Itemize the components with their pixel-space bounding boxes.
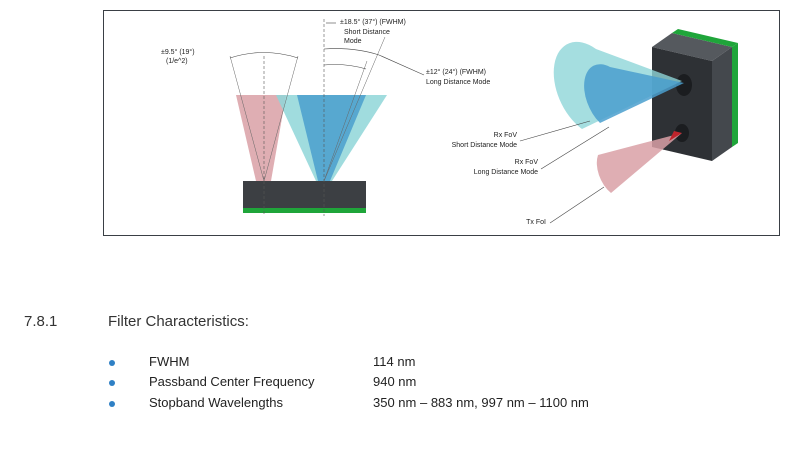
rx-short-label-1: Rx FoV [493,132,517,139]
rx-long-cone-3d [584,64,684,123]
rx-long-label-1: Rx FoV [514,159,538,166]
section-title: Filter Characteristics: [108,313,249,330]
bullet-icon [109,360,115,366]
spec-name: FWHM [149,354,190,369]
pcb-side [243,208,366,213]
tx-cone-3d [596,133,682,193]
spec-value: 114 nm [373,354,416,369]
short-fwhm-label: ±18.5° (37°) (FWHM) [340,19,406,26]
bullet-icon [109,401,115,407]
short-mode-label-2: Mode [344,38,362,45]
rx-long-label-2: Long Distance Mode [473,169,538,176]
spec-value: 350 nm – 883 nm, 997 nm – 1100 nm [373,395,589,410]
long-mode-label: Long Distance Mode [426,79,491,86]
section-number: 7.8.1 [24,313,58,330]
spec-name: Passband Center Frequency [149,374,315,389]
long-fwhm-label: ±12° (24°) (FWHM) [426,69,486,76]
sensor-body-side [243,181,366,208]
short-mode-label-1: Short Distance [344,29,390,36]
pcb-edge [672,29,738,47]
sensor-block-side [712,47,732,161]
fov-1e2-note-label: (1/e^2) [166,58,188,65]
figure-frame: ±9.5° (19°) (1/e^2) ±18.5° (37°) (FWHM) … [103,10,780,236]
tx-cone-cross-section [236,95,286,181]
spec-value: 940 nm [373,374,417,389]
rx-long-cone-cross-section [297,95,366,181]
rx-short-label-2: Short Distance Mode [451,142,517,149]
fov-1e2-angle-label: ±9.5° (19°) [161,49,195,56]
sensor-field-of-view-diagram [229,19,738,224]
spec-name: Stopband Wavelengths [149,395,283,410]
bullet-icon [109,380,115,386]
sensor-block-top [652,33,732,61]
tx-foi-label: Tx FoI [526,219,546,226]
